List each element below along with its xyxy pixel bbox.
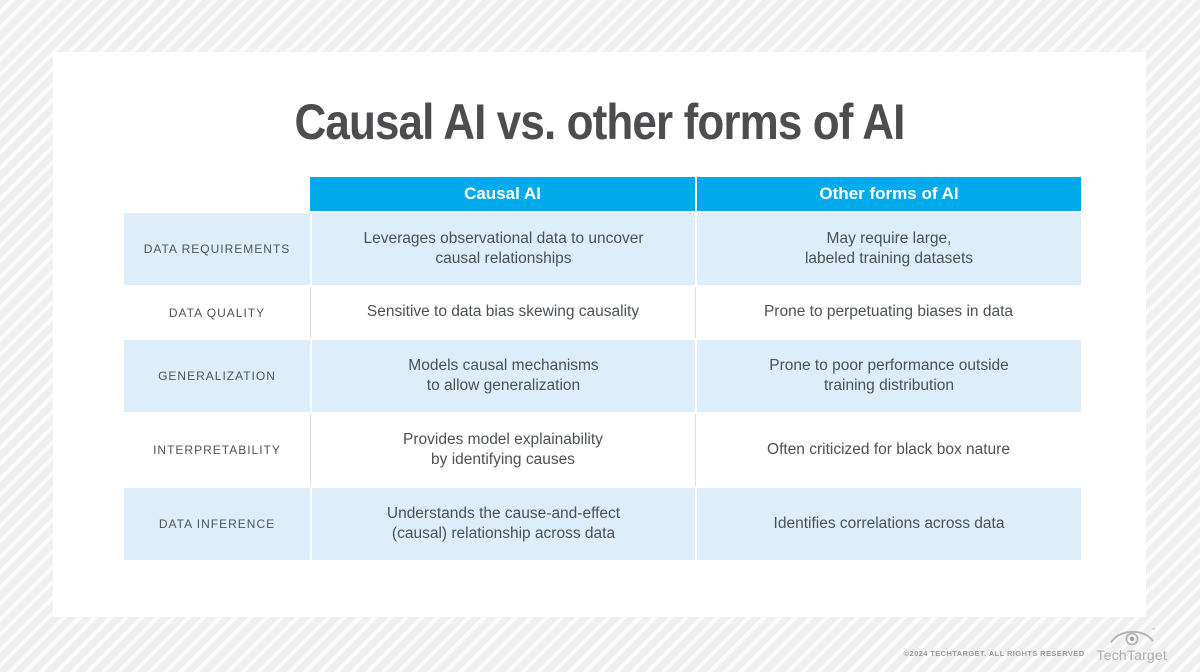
copyright-text: ©2024 TECHTARGET. ALL RIGHTS RESERVED — [903, 649, 1085, 658]
row-label: INTERPRETABILITY — [124, 414, 310, 486]
header-spacer — [124, 177, 310, 211]
cell-text: Sensitive to data bias skewing causality — [366, 303, 640, 321]
eye-icon: ™ — [1110, 627, 1155, 646]
cell-text: Prone to poor performance outside traini… — [769, 356, 1009, 394]
table-cell: Leverages observational data to uncover … — [310, 213, 695, 285]
svg-text:™: ™ — [1151, 627, 1155, 632]
cell-text: Prone to perpetuating biases in data — [763, 303, 1014, 321]
row-label: GENERALIZATION — [124, 340, 310, 412]
row-label: DATA REQUIREMENTS — [124, 213, 310, 285]
page-title: Causal AI vs. other forms of AI — [294, 94, 905, 150]
table-cell: Models causal mechanisms to allow genera… — [310, 340, 695, 412]
brand-name: TechTarget — [1096, 647, 1167, 663]
cell-text: Leverages observational data to uncover … — [363, 229, 644, 267]
table-cell: Understands the cause-and-effect (causal… — [310, 488, 695, 560]
cell-text: Provides model explainability by identif… — [403, 430, 603, 468]
cell-text: Identifies correlations across data — [773, 514, 1005, 532]
row-label: DATA QUALITY — [124, 287, 310, 338]
table-cell: Often criticized for black box nature — [695, 414, 1081, 486]
row-label: DATA INFERENCE — [124, 488, 310, 560]
cell-text: Understands the cause-and-effect (causal… — [386, 504, 621, 542]
infographic-card: Causal AI vs. other forms of AI Causal A… — [53, 52, 1146, 617]
cell-text: May require large, labeled training data… — [804, 229, 974, 267]
cell-text: Often criticized for black box nature — [767, 440, 1010, 458]
table-cell: Identifies correlations across data — [695, 488, 1081, 560]
footer: ©2024 TECHTARGET. ALL RIGHTS RESERVED ™ … — [904, 625, 1167, 662]
comparison-table: Causal AI Other forms of AI DATA REQUIRE… — [124, 177, 1081, 560]
column-header-causal-ai: Causal AI — [310, 177, 695, 211]
table-cell: Prone to poor performance outside traini… — [695, 340, 1081, 412]
table-cell: Provides model explainability by identif… — [310, 414, 695, 486]
cell-text: Models causal mechanisms to allow genera… — [408, 356, 599, 394]
column-header-other-forms: Other forms of AI — [695, 177, 1081, 211]
table-cell: Sensitive to data bias skewing causality — [310, 287, 695, 338]
techtarget-logo: ™ TechTarget — [1097, 625, 1167, 662]
table-cell: May require large, labeled training data… — [695, 213, 1081, 285]
table-cell: Prone to perpetuating biases in data — [695, 287, 1081, 338]
